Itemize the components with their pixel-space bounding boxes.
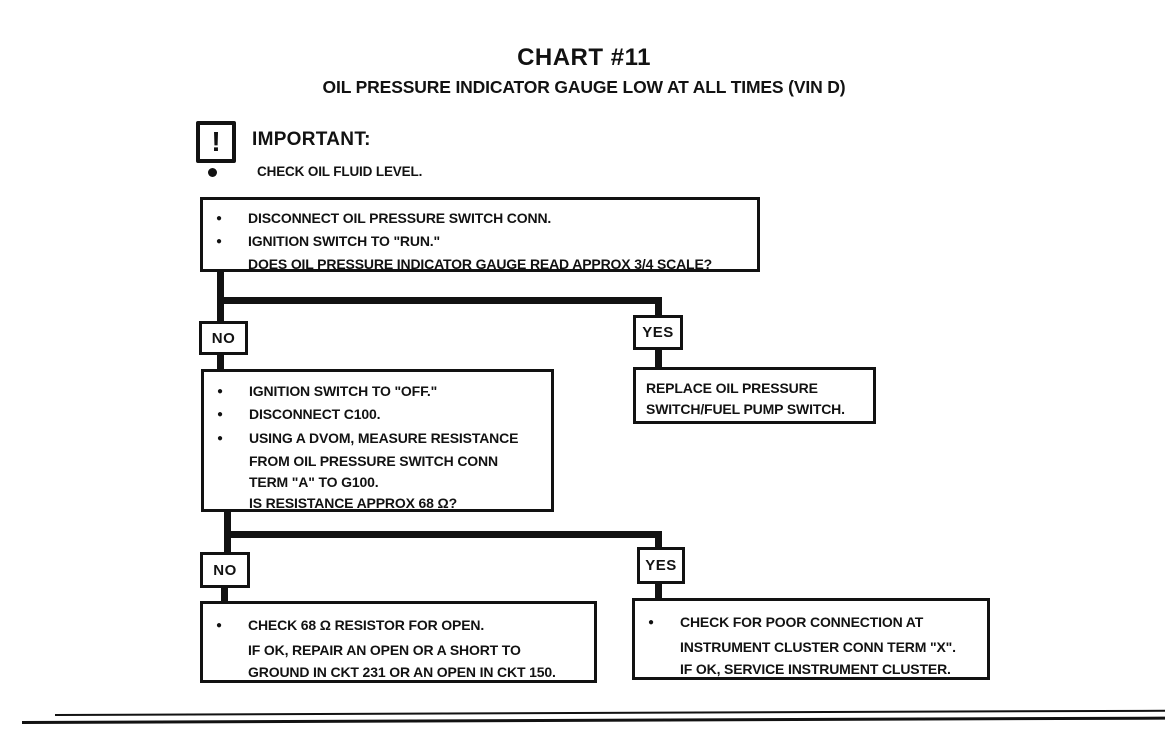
replace-text: REPLACE OIL PRESSURE	[646, 380, 818, 396]
step3-text: CHECK 68 Ω RESISTOR FOR OPEN.	[248, 617, 485, 633]
step2-line: FROM OIL PRESSURE SWITCH CONN	[216, 451, 551, 472]
connector-line	[655, 531, 662, 548]
step3-line: CHECK FOR POOR CONNECTION AT	[647, 611, 987, 636]
step2-yes-box: REPLACE OIL PRESSURE SWITCH/FUEL PUMP SW…	[633, 367, 876, 424]
connector-line	[217, 355, 224, 370]
bullet-icon	[208, 168, 217, 177]
step2-line: IS RESISTANCE APPROX 68 Ω?	[216, 493, 551, 514]
step3-line: IF OK, REPAIR AN OPEN OR A SHORT TO	[215, 639, 594, 661]
connector-line	[655, 584, 662, 599]
step3-text: IF OK, REPAIR AN OPEN OR A SHORT TO	[248, 642, 521, 658]
step2-line: DISCONNECT C100.	[216, 404, 551, 427]
step2-text: TERM "A" TO G100.	[249, 474, 379, 491]
replace-text: SWITCH/FUEL PUMP SWITCH.	[646, 401, 845, 417]
step2-text: IGNITION SWITCH TO "OFF."	[249, 383, 438, 399]
branch2-yes-tag: YES	[637, 547, 685, 584]
step3-text: GROUND IN CKT 231 OR AN OPEN IN CKT 150.	[248, 664, 556, 680]
yes-label: YES	[645, 557, 677, 574]
yes-label: YES	[642, 324, 674, 341]
bullet-icon	[647, 611, 680, 636]
connector-line	[655, 297, 662, 316]
step3-text: INSTRUMENT CLUSTER CONN TERM "X".	[680, 639, 956, 655]
step3-text: IF OK, SERVICE INSTRUMENT CLUSTER.	[680, 661, 951, 677]
replace-line: REPLACE OIL PRESSURE	[646, 378, 873, 399]
page-title: CHART #11	[517, 44, 651, 71]
step1-text: IGNITION SWITCH TO "RUN."	[248, 233, 441, 249]
step1-line: IGNITION SWITCH TO "RUN."	[215, 231, 757, 254]
branch1-yes-tag: YES	[633, 315, 683, 350]
bullet-icon	[215, 208, 248, 231]
bullet-icon	[215, 614, 248, 639]
branch1-no-tag: NO	[199, 321, 248, 355]
connector-line	[221, 588, 228, 602]
exclamation-glyph: !	[211, 126, 221, 157]
page-rule	[21, 716, 1165, 724]
page-subtitle: OIL PRESSURE INDICATOR GAUGE LOW AT ALL …	[322, 77, 846, 97]
step2-text: FROM OIL PRESSURE SWITCH CONN	[249, 452, 498, 469]
step3-text: CHECK FOR POOR CONNECTION AT	[680, 614, 924, 630]
bullet-icon	[215, 231, 248, 254]
page-rule	[54, 709, 1165, 716]
important-exclamation-icon: !	[196, 121, 236, 163]
step2-line: IGNITION SWITCH TO "OFF."	[216, 381, 551, 404]
step1-text: DISCONNECT OIL PRESSURE SWITCH CONN.	[248, 210, 552, 226]
bullet-icon	[216, 381, 249, 404]
step1-line: DISCONNECT OIL PRESSURE SWITCH CONN.	[215, 208, 757, 231]
step2-line: TERM "A" TO G100.	[216, 472, 551, 493]
bullet-icon	[216, 404, 249, 427]
step2-text: USING A DVOM, MEASURE RESISTANCE	[249, 429, 519, 446]
step3-line: IF OK, SERVICE INSTRUMENT CLUSTER.	[647, 658, 987, 680]
step3-yes-box: CHECK FOR POOR CONNECTION AT INSTRUMENT …	[632, 598, 990, 680]
step2-text: IS RESISTANCE APPROX 68 Ω?	[249, 495, 458, 512]
step3-line: CHECK 68 Ω RESISTOR FOR OPEN.	[215, 614, 594, 639]
step2-text: DISCONNECT C100.	[249, 406, 381, 423]
connector-line	[224, 531, 662, 538]
connector-line	[217, 297, 662, 304]
step3-line: GROUND IN CKT 231 OR AN OPEN IN CKT 150.	[215, 661, 594, 683]
bullet-icon	[216, 428, 249, 451]
branch2-no-tag: NO	[200, 552, 250, 588]
step2-line: USING A DVOM, MEASURE RESISTANCE	[216, 428, 551, 451]
step3-no-box: CHECK 68 Ω RESISTOR FOR OPEN. IF OK, REP…	[200, 601, 597, 683]
step1-box: DISCONNECT OIL PRESSURE SWITCH CONN. IGN…	[200, 197, 760, 272]
step1-line: DOES OIL PRESSURE INDICATOR GAUGE READ A…	[215, 254, 757, 274]
step3-line: INSTRUMENT CLUSTER CONN TERM "X".	[647, 636, 987, 658]
no-label: NO	[213, 561, 237, 579]
important-note: CHECK OIL FLUID LEVEL.	[257, 164, 423, 179]
no-label: NO	[211, 329, 236, 347]
connector-line	[655, 350, 662, 368]
step1-text: DOES OIL PRESSURE INDICATOR GAUGE READ A…	[248, 256, 713, 272]
important-label: IMPORTANT:	[252, 129, 371, 150]
step2-no-box: IGNITION SWITCH TO "OFF." DISCONNECT C10…	[201, 369, 554, 512]
replace-line: SWITCH/FUEL PUMP SWITCH.	[646, 399, 873, 420]
